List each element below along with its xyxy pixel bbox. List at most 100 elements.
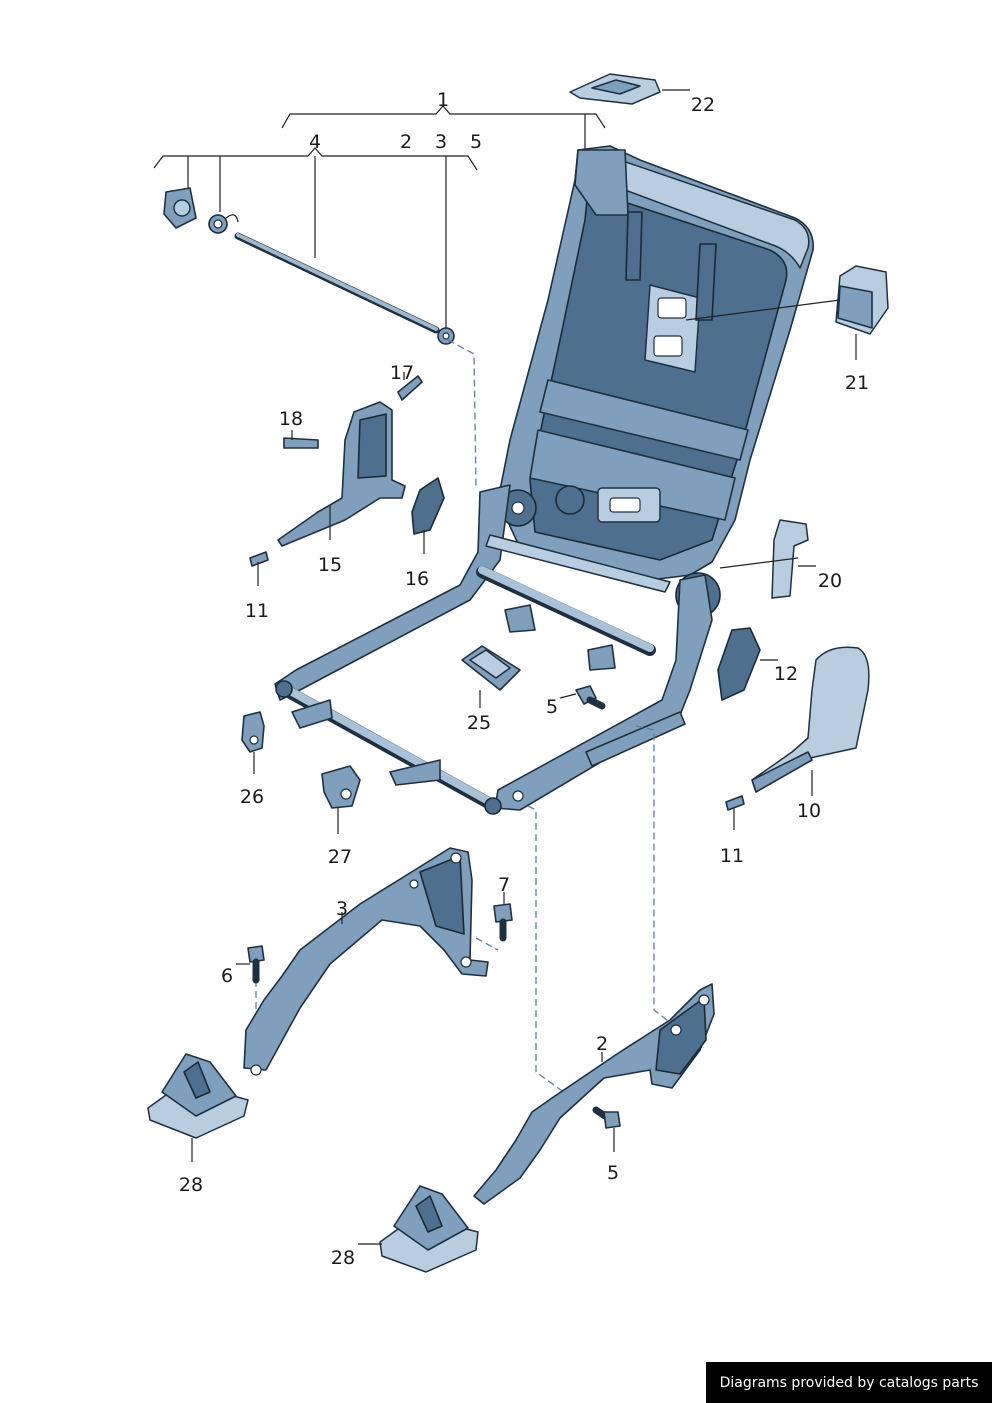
screw-5-mid-shank bbox=[586, 696, 606, 710]
part-18-pin bbox=[283, 437, 319, 449]
backrest-top-column bbox=[574, 149, 629, 216]
left-trim-group bbox=[249, 372, 445, 586]
callout-11-right: 11 bbox=[720, 845, 744, 867]
guide-rod-to-frame bbox=[447, 339, 477, 487]
part-2-flange bbox=[655, 997, 707, 1075]
leader-21-line bbox=[685, 299, 841, 321]
callout-1: 1 bbox=[437, 89, 449, 111]
part-2-rail bbox=[473, 983, 715, 1205]
front-tube-end-right bbox=[484, 797, 502, 815]
base-left-rail bbox=[274, 484, 511, 701]
group-brackets bbox=[153, 105, 606, 328]
callout-3-low: 3 bbox=[336, 898, 348, 920]
foot-left-groove bbox=[183, 1061, 211, 1099]
part-22-cover bbox=[569, 73, 690, 105]
bracket-1 bbox=[281, 105, 606, 129]
right-trim-group bbox=[717, 519, 870, 830]
part-3-hole-low bbox=[460, 956, 472, 968]
latch-parts bbox=[241, 711, 361, 834]
callout-labels: 1 4 2 3 5 22 21 17 18 15 16 11 20 12 25 … bbox=[179, 89, 869, 1269]
part-3-bracket bbox=[243, 847, 489, 1076]
callout-21: 21 bbox=[845, 372, 869, 394]
leader-20-line bbox=[719, 557, 799, 569]
callout-5-mid: 5 bbox=[546, 696, 558, 718]
backrest-rim bbox=[619, 159, 810, 269]
part-27-latch bbox=[321, 765, 361, 809]
rod-spacer-hole bbox=[213, 219, 223, 229]
part-21-latch bbox=[685, 265, 889, 360]
base-pivot bbox=[512, 790, 524, 802]
callout-4: 4 bbox=[309, 131, 321, 153]
screw-7-head bbox=[493, 903, 513, 923]
callout-6: 6 bbox=[221, 965, 233, 987]
callout-11-left: 11 bbox=[245, 600, 269, 622]
rod-assembly bbox=[163, 187, 455, 345]
front-bracket-left bbox=[291, 699, 333, 729]
callout-28-right: 28 bbox=[331, 1247, 355, 1269]
part-26-latch bbox=[241, 711, 265, 753]
screw-6-head bbox=[247, 945, 265, 963]
callout-28-left: 28 bbox=[179, 1174, 203, 1196]
callout-22: 22 bbox=[691, 94, 715, 116]
part-10-trim bbox=[751, 646, 870, 793]
part-26-hole bbox=[249, 735, 259, 745]
base-right-rail bbox=[494, 574, 713, 811]
callout-27: 27 bbox=[328, 846, 352, 868]
backrest-column-bar-b bbox=[695, 243, 717, 321]
part-3-flange bbox=[419, 855, 465, 935]
part-10-lower bbox=[751, 751, 813, 793]
callout-5-low: 5 bbox=[607, 1162, 619, 1184]
seat-base-frame bbox=[274, 484, 713, 815]
part-3-hole-foot bbox=[250, 1064, 262, 1076]
part-12-panel bbox=[717, 627, 761, 701]
hinge-mid bbox=[555, 485, 585, 515]
rod-clip bbox=[225, 214, 239, 223]
part-17-strip bbox=[397, 375, 423, 401]
rod-bushing-hole bbox=[442, 332, 450, 340]
backrest-column-bar-a bbox=[625, 211, 643, 281]
part-25-latch bbox=[461, 645, 521, 708]
callout-20: 20 bbox=[818, 570, 842, 592]
callout-17: 17 bbox=[390, 362, 414, 384]
footer-credit-text: Diagrams provided by catalogs parts bbox=[719, 1374, 979, 1391]
callout-5-top: 5 bbox=[470, 131, 482, 153]
guide-left-rail bbox=[527, 805, 573, 1099]
front-tube-end-left bbox=[275, 680, 293, 698]
callout-2-top: 2 bbox=[400, 131, 412, 153]
bracket-4 bbox=[153, 147, 478, 171]
backrest-cross-member bbox=[539, 379, 749, 461]
rear-bracket-b bbox=[587, 644, 616, 671]
part-2-body bbox=[473, 983, 715, 1205]
callout-2-low: 2 bbox=[596, 1033, 608, 1055]
guide-screw-7 bbox=[475, 937, 499, 951]
part-27-hole bbox=[340, 788, 352, 800]
rear-bracket-a bbox=[504, 604, 536, 633]
base-rear-tube-hl bbox=[478, 566, 654, 652]
part-11-right-clip bbox=[725, 795, 745, 811]
foot-right-groove bbox=[415, 1195, 443, 1233]
leader-5-mid bbox=[559, 693, 577, 699]
part-3-hole-mid bbox=[409, 879, 419, 889]
base-right-lower-rail bbox=[585, 711, 686, 767]
part-3-body bbox=[243, 847, 489, 1071]
callout-7: 7 bbox=[498, 874, 510, 896]
front-bracket-right bbox=[389, 759, 441, 786]
callout-16: 16 bbox=[405, 568, 429, 590]
screws-6-7 bbox=[236, 892, 513, 984]
part-15-inner bbox=[357, 413, 387, 479]
callout-10: 10 bbox=[797, 800, 821, 822]
callout-25: 25 bbox=[467, 712, 491, 734]
callout-26: 26 bbox=[240, 786, 264, 808]
latch-hole-b bbox=[653, 335, 683, 357]
latch-hole-a bbox=[657, 297, 687, 319]
part-2-hole-b bbox=[670, 1024, 682, 1036]
part-11-left-clip bbox=[249, 551, 269, 567]
base-mid-bar bbox=[485, 534, 671, 593]
part-3-hole-top bbox=[450, 852, 462, 864]
screw-5-low bbox=[592, 1106, 621, 1152]
seat-back-frame bbox=[497, 145, 814, 618]
part-25-top bbox=[469, 649, 511, 679]
rod-hl bbox=[236, 233, 438, 331]
rod-end-knob-ring bbox=[173, 199, 191, 217]
